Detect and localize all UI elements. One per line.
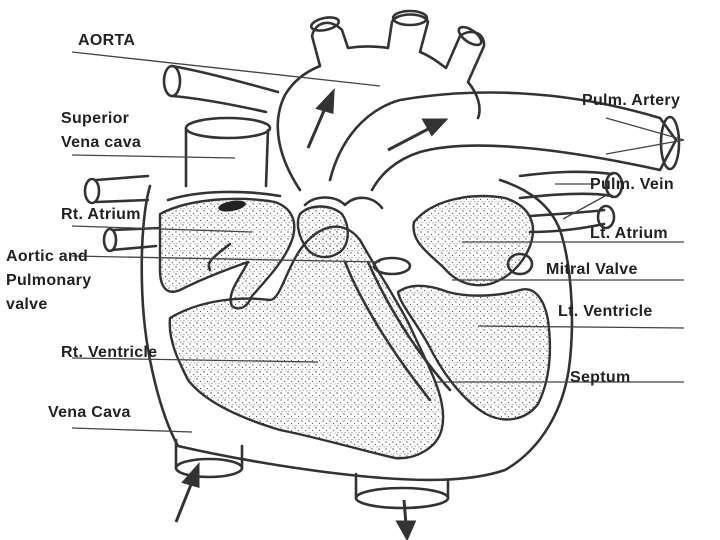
leader-pulm-artery-1: [605, 117, 685, 141]
label-pulm-artery: Pulm. Artery: [582, 92, 681, 109]
label-pulm-vein: Pulm. Vein: [590, 176, 674, 193]
aorta-branch-left-opening: [309, 16, 341, 32]
label-aortic-pulmonary-line2: Pulmonary: [6, 272, 92, 289]
leader-rt-ventricle: [71, 357, 319, 363]
label-septum: Septum: [570, 369, 631, 386]
label-lt-ventricle: Lt. Ventricle: [558, 303, 653, 320]
label-aortic-pulmonary-line3: valve: [6, 296, 48, 313]
right-pulmonary-veins: [94, 174, 162, 252]
label-lt-atrium: Lt. Atrium: [590, 225, 668, 242]
left-ventricle-chamber: [396, 284, 552, 421]
right-pulm-vein-opening-2: [102, 227, 118, 253]
aorta-branch-mid-opening: [391, 9, 429, 27]
label-rt-ventricle: Rt. Ventricle: [61, 344, 158, 361]
leader-pulm-vein-2: [562, 195, 606, 220]
aorta-branch-right-opening: [457, 25, 483, 47]
leader-vena-cava: [71, 427, 193, 433]
aorta-flow-arrow-head: [315, 87, 335, 114]
pulmonary-artery-outline: [328, 91, 678, 192]
label-superior-vena-cava-line1: Superior: [61, 110, 130, 127]
vena-cava-flow-arrow-shaft: [174, 481, 194, 523]
descending-aorta-opening: [354, 486, 450, 510]
label-superior-vena-cava-line2: Vena cava: [61, 134, 142, 151]
pulm-flow-arrow-head: [421, 118, 449, 137]
outflow-tract-chamber: [296, 205, 349, 259]
label-mitral-valve: Mitral Valve: [546, 261, 638, 278]
left-pulm-vein-opening-1: [604, 171, 624, 199]
left-pulmonary-veins: [518, 170, 614, 234]
vena-cava-flow-arrow-head: [181, 462, 200, 488]
heart-outer-wall: [140, 178, 574, 482]
descending-aorta-outline: [354, 472, 450, 500]
right-pulm-vein-opening-1: [83, 177, 101, 205]
pulm-flow-arrow-shaft: [387, 126, 431, 152]
right-atrium-chamber: [158, 197, 296, 310]
aorta-flow-arrow-shaft: [306, 105, 328, 149]
label-vena-cava: Vena Cava: [48, 404, 131, 421]
right-ventricle-chamber: [168, 225, 445, 460]
pulmonary-branch-left: [170, 64, 280, 114]
left-pulm-vein-opening-2: [596, 204, 616, 230]
descending-flow-arrow-head: [395, 520, 417, 540]
label-rt-atrium: Rt. Atrium: [61, 206, 141, 223]
inferior-vena-cava-outline: [174, 438, 244, 470]
aorta-outline: [276, 13, 486, 192]
pulmonary-artery-opening: [659, 115, 681, 171]
inferior-vena-cava-opening: [174, 457, 244, 479]
atrium-dark-spot: [218, 200, 246, 212]
pulmonary-branch-left-opening: [162, 64, 182, 98]
label-aortic-pulmonary-line1: Aortic and: [6, 248, 89, 265]
aortic-valve-cusps: [303, 196, 384, 210]
left-atrium-chamber: [412, 194, 535, 287]
descending-flow-arrow-shaft: [402, 499, 408, 525]
leader-aorta: [71, 51, 381, 87]
superior-vena-cava-opening: [184, 116, 272, 140]
label-aorta: AORTA: [78, 32, 136, 49]
leader-lt-ventricle: [477, 325, 685, 329]
leader-pulm-artery-2: [605, 139, 685, 155]
leader-aortic-pulmonary: [71, 255, 381, 263]
leader-rt-atrium: [71, 225, 253, 233]
leader-superior-vena-cava: [71, 154, 236, 159]
